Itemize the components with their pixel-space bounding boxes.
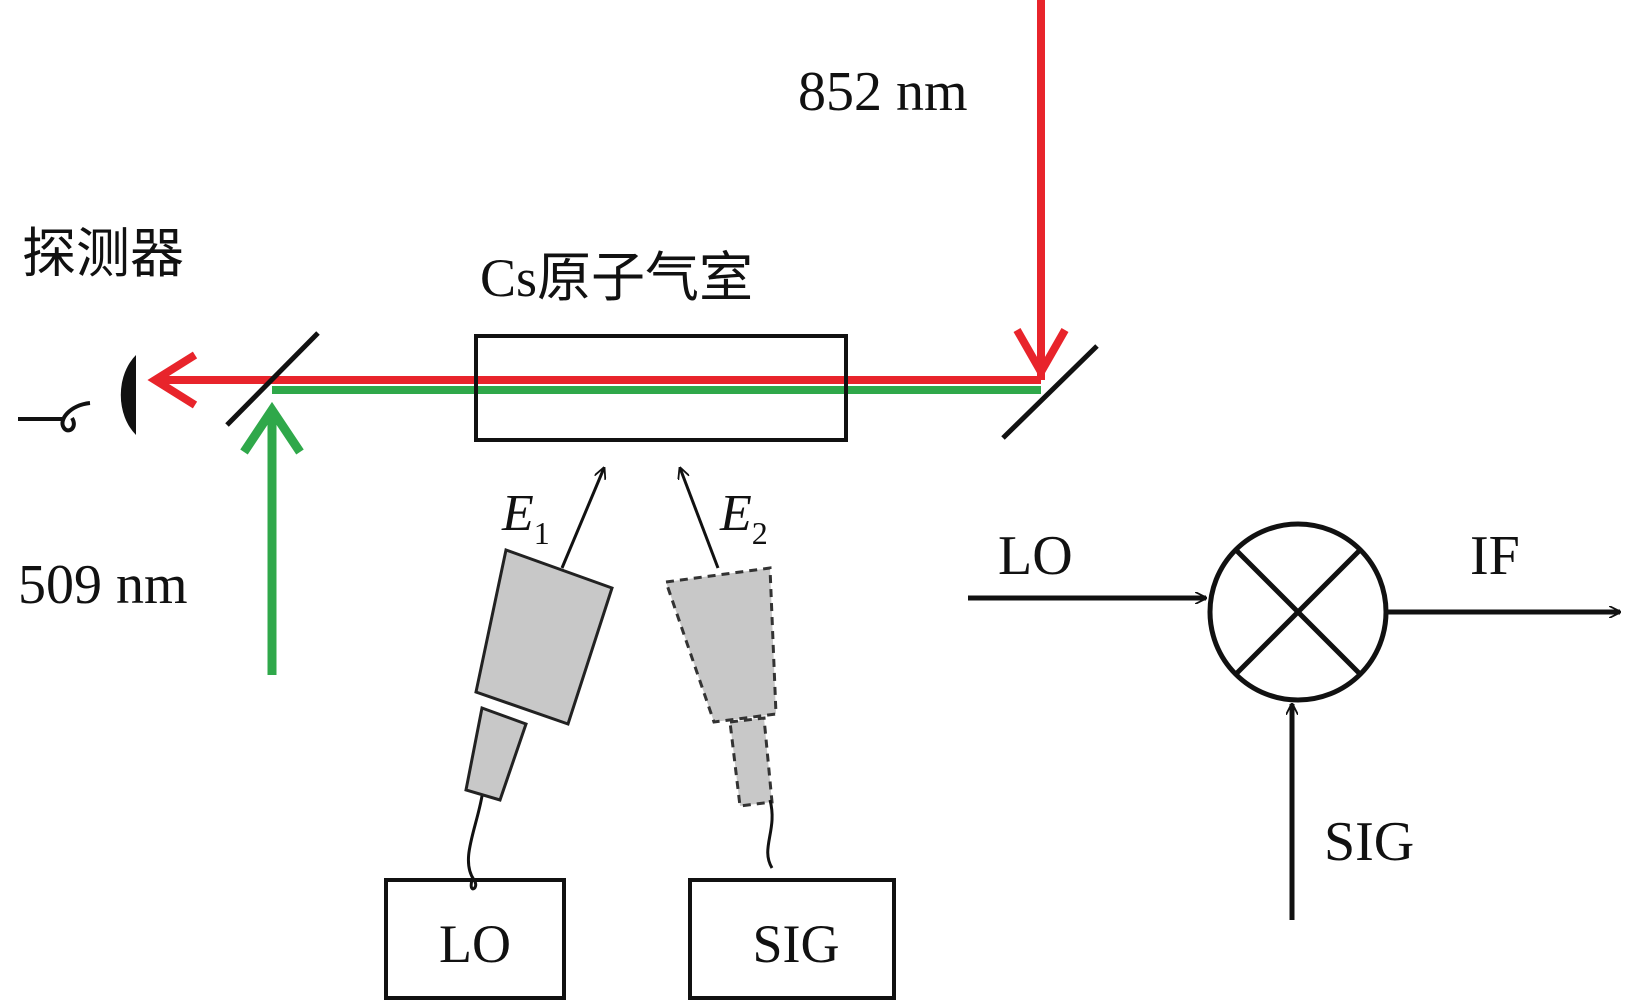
photodiode-icon [18, 355, 136, 435]
label-e2-sub: 2 [752, 515, 768, 551]
field-e2-arrow [680, 468, 720, 569]
label-cs-cell: Cs原子气室 [480, 248, 753, 308]
mixer-cross-icon [1207, 521, 1389, 703]
beam-852-arrowhead-down [1013, 328, 1069, 381]
label-852nm: 852 nm [798, 61, 968, 123]
label-e1: E1 [501, 485, 550, 551]
label-mixer-lo: LO [998, 525, 1073, 587]
sig-source-box [688, 878, 896, 1000]
label-mixer-sig: SIG [1324, 811, 1414, 873]
mirror-right [1001, 344, 1099, 440]
mirror-left [225, 331, 320, 427]
label-e2-letter: E [719, 485, 752, 542]
lo-source-box [384, 878, 566, 1000]
label-detector: 探测器 [22, 224, 184, 284]
beam-852 [147, 0, 1069, 409]
horn-antenna-lo [464, 548, 614, 891]
label-e2: E2 [719, 485, 768, 551]
cs-vapor-cell [474, 334, 848, 442]
label-509nm: 509 nm [18, 554, 188, 616]
beam-509 [240, 386, 1041, 675]
label-e1-letter: E [501, 485, 534, 542]
label-sig-box: SIG [752, 914, 839, 974]
label-mixer-if: IF [1470, 525, 1520, 587]
beam-852-arrowhead-left [147, 351, 198, 409]
label-e1-sub: 1 [534, 515, 550, 551]
field-e1-arrow [560, 468, 604, 569]
horn-antenna-sig [663, 566, 778, 869]
beam-509-arrowhead-up [240, 401, 304, 455]
label-lo-box: LO [439, 914, 511, 974]
